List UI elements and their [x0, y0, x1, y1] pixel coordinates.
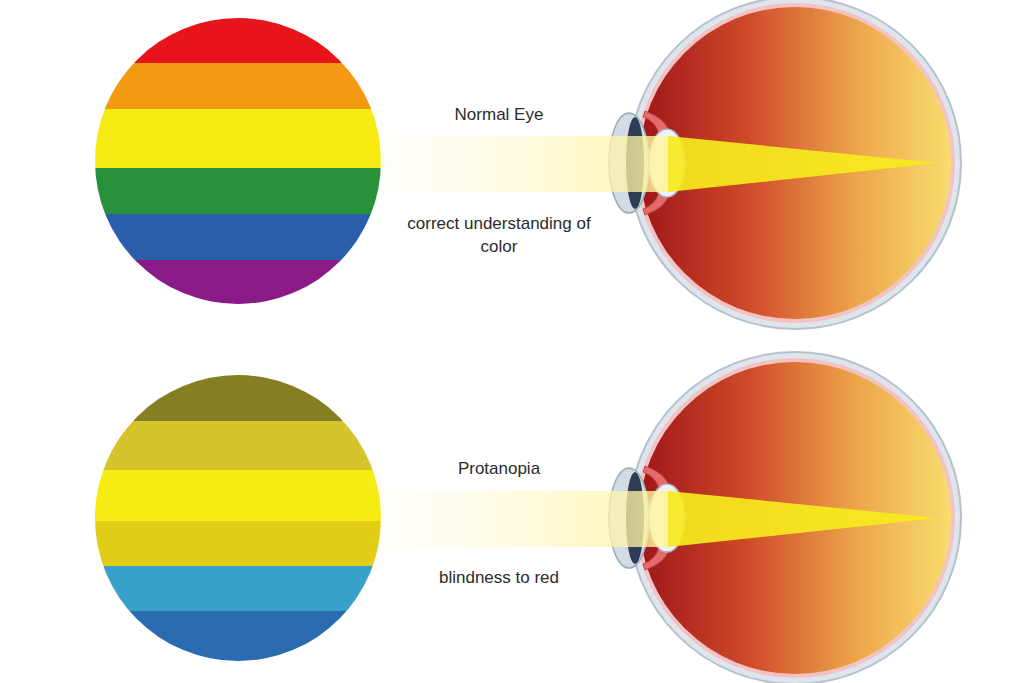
caption-note: blindness to red	[399, 566, 599, 589]
color-disc	[90, 15, 390, 310]
light-beam	[380, 136, 670, 192]
eye-label: Protanopia	[399, 457, 599, 480]
stripe	[90, 421, 390, 470]
stripe	[90, 611, 390, 665]
focused-beam	[668, 136, 938, 192]
caption-note: correct understanding of color	[399, 212, 599, 258]
focused-beam	[668, 491, 938, 547]
stripe	[90, 521, 390, 566]
stripe	[90, 260, 390, 310]
stripe	[90, 470, 390, 521]
stripe	[90, 15, 390, 63]
stripe	[90, 168, 390, 214]
color-disc	[90, 372, 390, 665]
light-beam	[380, 491, 670, 547]
stripe	[90, 372, 390, 421]
stripe	[90, 566, 390, 611]
stripe	[90, 214, 390, 260]
eye-label: Normal Eye	[399, 103, 599, 126]
stripe	[90, 109, 390, 168]
stripe	[90, 63, 390, 109]
